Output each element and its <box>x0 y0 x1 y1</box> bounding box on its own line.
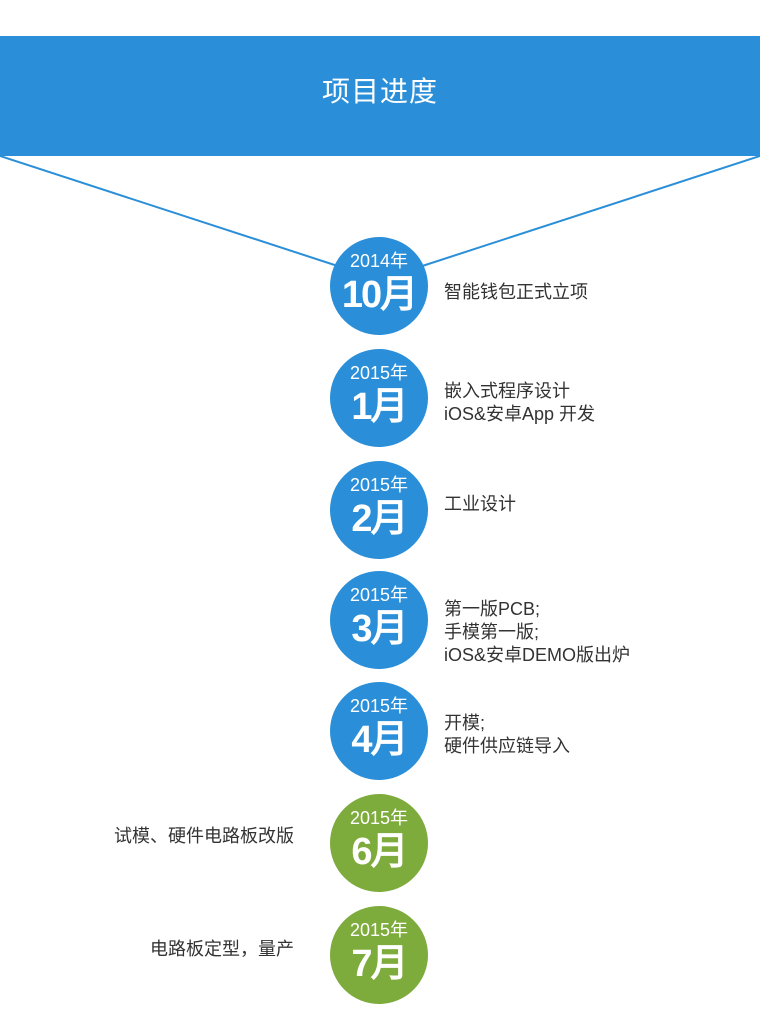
description-line: 工业设计 <box>444 494 516 514</box>
milestone-month: 2月 <box>351 498 408 540</box>
page-title: 项目进度 <box>321 76 438 107</box>
milestone-badge: 2015年 4月 <box>330 682 428 780</box>
milestone-month: 4月 <box>351 719 408 761</box>
description-line: 开模; <box>444 713 486 733</box>
milestone-badge: 2015年 7月 <box>330 906 428 1004</box>
description-line: iOS&安卓DEMO版出炉 <box>444 645 631 665</box>
milestone-month: 7月 <box>351 943 408 985</box>
description-line: 第一版PCB; <box>444 599 541 619</box>
milestone-badge: 2015年 2月 <box>330 461 428 559</box>
milestone-month: 1月 <box>351 386 408 428</box>
milestone-description: 智能钱包正式立项 <box>444 281 588 304</box>
milestone-year: 2015年 <box>349 585 409 605</box>
description-line: 硬件供应链导入 <box>444 736 570 756</box>
description-line: 试模、硬件电路板改版 <box>114 826 294 846</box>
milestone-month: 10月 <box>341 274 418 316</box>
milestone-badge: 2015年 3月 <box>330 571 428 669</box>
milestone-description: 第一版PCB; 手模第一版; iOS&安卓DEMO版出炉 <box>444 598 630 667</box>
description-line: 手模第一版; <box>444 622 540 642</box>
milestone-description: 试模、硬件电路板改版 <box>114 825 294 848</box>
milestone-year: 2015年 <box>349 475 409 495</box>
description-line: 电路板定型，量产 <box>150 939 294 959</box>
milestone-month: 6月 <box>351 831 408 873</box>
description-line: 嵌入式程序设计 <box>444 381 570 401</box>
milestone-badge: 2015年 1月 <box>330 349 428 447</box>
description-line: 智能钱包正式立项 <box>444 282 588 302</box>
milestone-badge: 2014年 10月 <box>330 237 428 335</box>
milestone-description: 工业设计 <box>444 493 516 516</box>
milestone-description: 嵌入式程序设计 iOS&安卓App 开发 <box>444 380 595 426</box>
milestone-badge: 2015年 6月 <box>330 794 428 892</box>
milestone-year: 2015年 <box>349 696 409 716</box>
header-banner <box>0 36 760 156</box>
milestone-description: 电路板定型，量产 <box>150 938 294 961</box>
milestone-year: 2015年 <box>349 808 409 828</box>
description-line: iOS&安卓App 开发 <box>444 404 596 424</box>
milestone-year: 2015年 <box>349 363 409 383</box>
milestone-year: 2015年 <box>349 920 409 940</box>
milestone-description: 开模; 硬件供应链导入 <box>444 712 570 758</box>
milestone-year: 2014年 <box>349 251 409 271</box>
milestone-month: 3月 <box>351 608 408 650</box>
